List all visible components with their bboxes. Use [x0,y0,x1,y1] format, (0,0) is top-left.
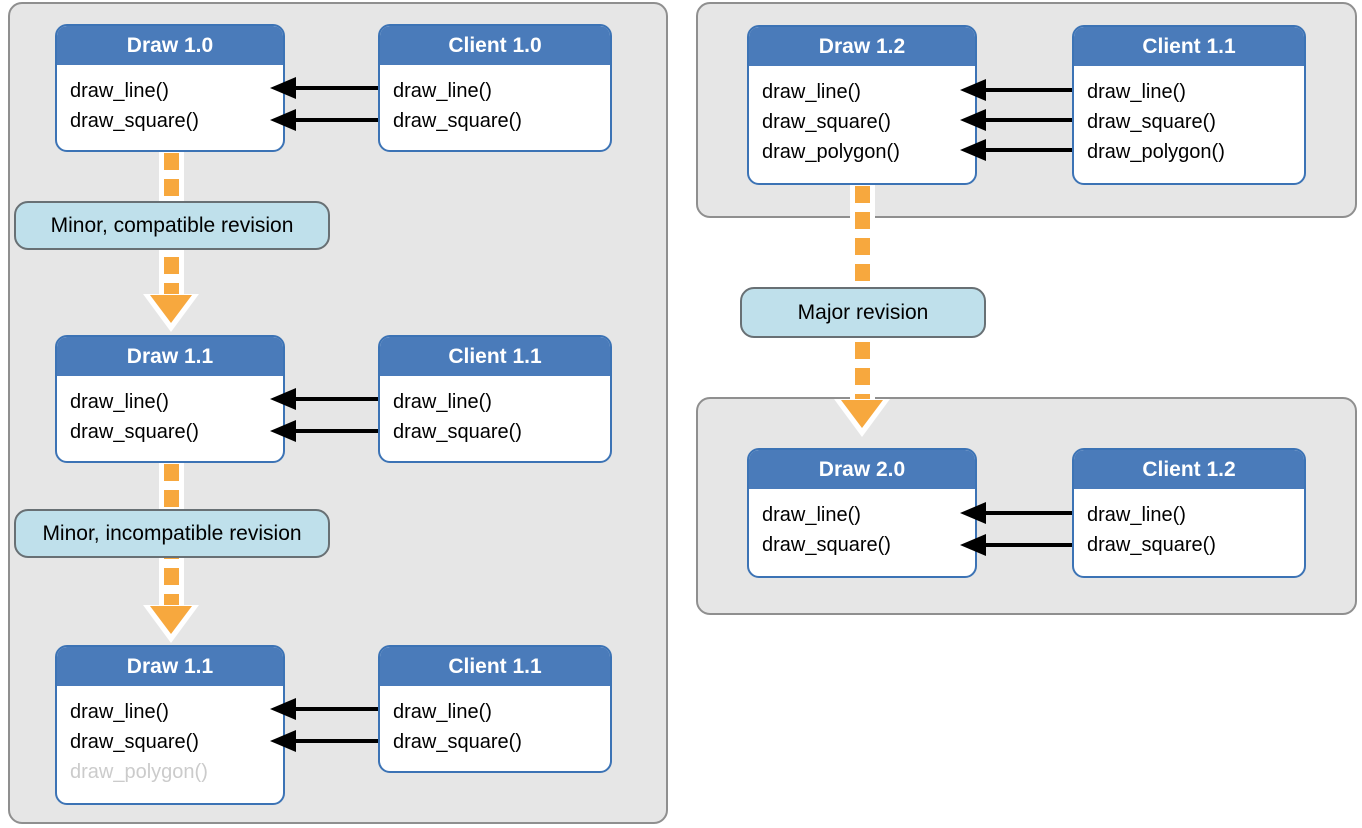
method-item: draw_square() [762,111,891,133]
library-box-draw-2-0: Draw 2.0 draw_line() draw_square() [747,448,977,578]
box-title: Draw 1.1 [57,337,283,376]
method-item: draw_line() [70,701,169,723]
method-item-deprecated: draw_polygon() [70,761,208,783]
client-box-client-1-1: Client 1.1 draw_line() draw_square() [378,335,612,463]
box-title: Draw 2.0 [749,450,975,489]
arrow-head [143,605,199,643]
method-item: draw_line() [1087,81,1186,103]
library-box-draw-1-0: Draw 1.0 draw_line() draw_square() [55,24,285,152]
arrow-head [834,399,890,437]
method-item: draw_square() [393,421,522,443]
box-title: Client 1.1 [1074,27,1304,66]
client-box-client-1-1-b: Client 1.1 draw_line() draw_square() [378,645,612,773]
call-arrow [270,420,378,442]
method-item: draw_polygon() [762,141,900,163]
method-list: draw_line() draw_square() [380,686,610,757]
client-box-client-1-2: Client 1.2 draw_line() draw_square() [1072,448,1306,578]
box-title: Client 1.0 [380,26,610,65]
call-arrow [960,109,1072,131]
method-item: draw_line() [70,391,169,413]
method-item: draw_square() [1087,111,1216,133]
method-item: draw_line() [393,701,492,723]
method-item: draw_square() [70,421,199,443]
method-list: draw_line() draw_square() [749,489,975,560]
call-arrow [960,139,1072,161]
method-item: draw_square() [1087,534,1216,556]
method-list: draw_line() draw_square() draw_polygon() [749,66,975,167]
method-item: draw_line() [393,391,492,413]
box-title: Client 1.1 [380,337,610,376]
library-box-draw-1-1-incompatible: Draw 1.1 draw_line() draw_square() draw_… [55,645,285,805]
call-arrow [960,502,1072,524]
method-item: draw_square() [70,731,199,753]
method-list: draw_line() draw_square() [1074,489,1304,560]
method-list: draw_line() draw_square() draw_polygon() [1074,66,1304,167]
arrow-head [143,294,199,332]
method-item: draw_line() [70,80,169,102]
revision-label-major: Major revision [740,287,986,338]
revision-label-minor-compatible: Minor, compatible revision [14,201,330,250]
method-list: draw_line() draw_square() draw_polygon() [57,686,283,787]
call-arrow [270,388,378,410]
library-box-draw-1-1: Draw 1.1 draw_line() draw_square() [55,335,285,463]
method-item: draw_square() [762,534,891,556]
method-item: draw_square() [393,731,522,753]
revision-label-minor-incompatible: Minor, incompatible revision [14,509,330,558]
box-title: Draw 1.1 [57,647,283,686]
method-item: draw_line() [762,504,861,526]
box-title: Draw 1.0 [57,26,283,65]
method-item: draw_line() [393,80,492,102]
method-item: draw_line() [1087,504,1186,526]
client-box-client-1-0: Client 1.0 draw_line() draw_square() [378,24,612,152]
call-arrow [960,534,1072,556]
client-box-client-1-1-c: Client 1.1 draw_line() draw_square() dra… [1072,25,1306,185]
method-list: draw_line() draw_square() [380,376,610,447]
call-arrow [270,109,378,131]
call-arrow [270,77,378,99]
call-arrow [960,79,1072,101]
method-item: draw_polygon() [1087,141,1225,163]
box-title: Draw 1.2 [749,27,975,66]
method-item: draw_square() [393,110,522,132]
method-list: draw_line() draw_square() [57,65,283,136]
method-item: draw_line() [762,81,861,103]
call-arrow [270,698,378,720]
box-title: Client 1.2 [1074,450,1304,489]
call-arrow [270,730,378,752]
method-item: draw_square() [70,110,199,132]
box-title: Client 1.1 [380,647,610,686]
library-box-draw-1-2: Draw 1.2 draw_line() draw_square() draw_… [747,25,977,185]
method-list: draw_line() draw_square() [380,65,610,136]
method-list: draw_line() draw_square() [57,376,283,447]
